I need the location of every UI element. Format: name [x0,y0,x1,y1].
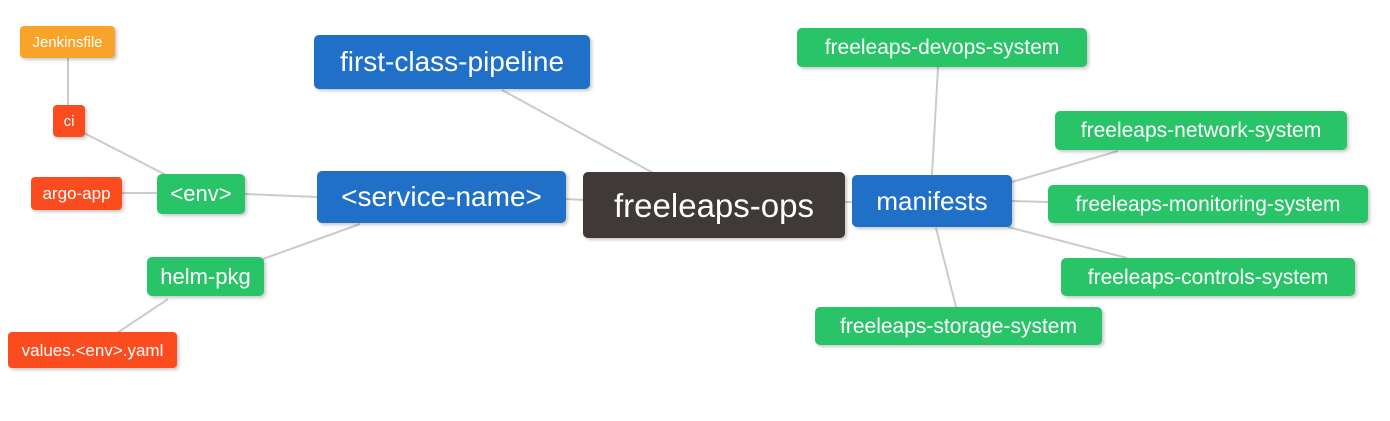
edge-manifests-storage [935,227,957,308]
edge-ci-env [83,132,169,177]
node-values-env-yaml[interactable]: values.<env>.yaml [8,332,177,368]
node-freeleaps-network-system[interactable]: freeleaps-network-system [1055,111,1347,150]
edge-manifests-devops [931,66,939,176]
node-first-class-pipeline[interactable]: first-class-pipeline [314,35,590,89]
edge-values-helm [116,298,169,334]
node-manifests[interactable]: manifests [852,175,1012,227]
node-jenkinsfile[interactable]: Jenkinsfile [20,26,115,58]
edge-pipeline-root [501,89,656,175]
edge-manifests-controls [1007,226,1128,259]
node-freeleaps-devops-system[interactable]: freeleaps-devops-system [797,28,1087,67]
edge-helm-service [262,223,361,260]
edge-env-service [244,193,318,198]
edge-service-root [565,198,585,201]
node-freeleaps-ops-root[interactable]: freeleaps-ops [583,172,845,238]
node-helm-pkg[interactable]: helm-pkg [147,257,264,296]
node-freeleaps-controls-system[interactable]: freeleaps-controls-system [1061,258,1355,296]
node-env[interactable]: <env> [157,174,245,214]
node-freeleaps-storage-system[interactable]: freeleaps-storage-system [815,307,1102,345]
node-service-name[interactable]: <service-name> [317,171,566,223]
node-freeleaps-monitoring-system[interactable]: freeleaps-monitoring-system [1048,185,1368,223]
edge-manifests-network [1011,150,1119,183]
node-ci[interactable]: ci [53,105,85,137]
node-argo-app[interactable]: argo-app [31,177,122,210]
edge-manifests-monitoring [1011,200,1049,203]
